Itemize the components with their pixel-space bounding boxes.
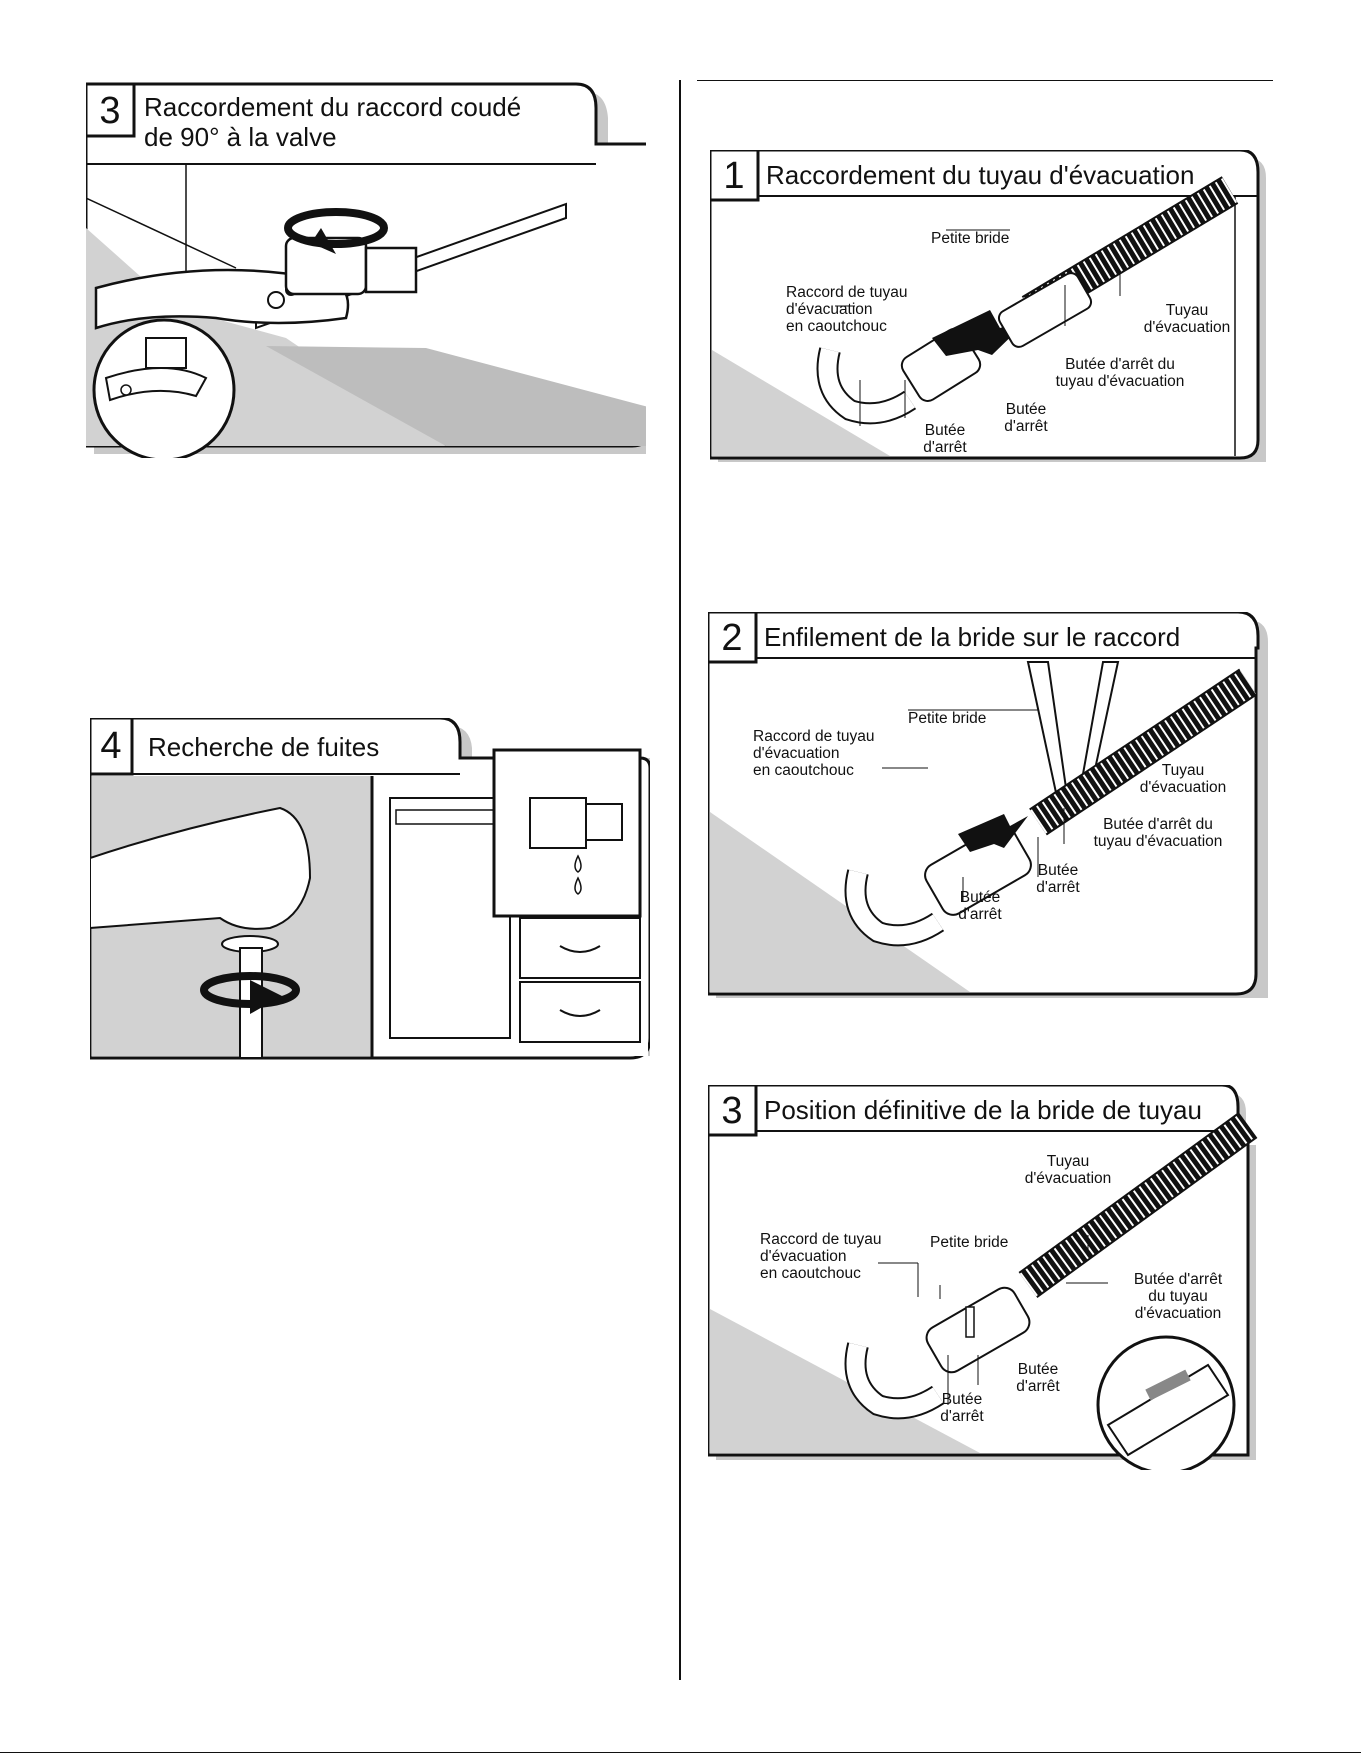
panel-title: Position définitive de la bride de tuyau [764, 1095, 1202, 1125]
label-tuyau: Tuyau d'évacuation [1024, 1153, 1112, 1187]
label-butee-tuyau: Butée d'arrêt du tuyau d'évacuation [1093, 816, 1223, 850]
panel-title: Enfilement de la bride sur le raccord [764, 622, 1181, 652]
bottom-rule [0, 1752, 1361, 1753]
label-butee-a: Butée d'arrêt [1036, 862, 1080, 896]
label-tuyau: Tuyau d'évacuation [1143, 302, 1231, 336]
label-petite-bride: Petite bride [908, 710, 987, 727]
label-butee-a: Butée d'arrêt [1016, 1361, 1060, 1395]
drain-hose-connection-illustration [710, 150, 1266, 462]
label-petite-bride: Petite bride [930, 1234, 1009, 1251]
label-tuyau: Tuyau d'évacuation [1139, 762, 1227, 796]
label-raccord: Raccord de tuyau d'évacuation en caoutch… [786, 284, 908, 335]
label-butee-tuyau: Butée d'arrêt du tuyau d'évacuation [1055, 356, 1185, 390]
label-petite-bride: Petite bride [931, 230, 1010, 247]
leak-check-illustration [90, 718, 650, 1060]
panel-final-clamp-position: 3 Position définitive de la bride de tuy… [708, 1085, 1273, 1470]
panel-title: Recherche de fuites [148, 732, 380, 762]
panel-drain-hose-connection: 1 Raccordement du tuyau d'évacuation Pet… [710, 150, 1270, 466]
label-butee-tuyau: Butée d'arrêt du tuyau d'évacuation [1133, 1271, 1223, 1322]
column-divider [679, 80, 681, 1680]
panel-number: 2 [721, 617, 743, 659]
panel-valve-elbow: 3 Raccordement du raccord coudé de 90° à… [86, 78, 646, 458]
panel-title-line1: Raccordement du raccord coudé [144, 92, 522, 122]
label-butee-b: Butée d'arrêt [940, 1391, 984, 1425]
final-clamp-position-illustration [708, 1085, 1258, 1470]
label-butee-b: Butée d'arrêt [923, 422, 967, 456]
label-raccord: Raccord de tuyau d'évacuation en caoutch… [753, 728, 875, 779]
panel-clamp-on-coupling: 2 Enfilement de la bride sur le raccord … [708, 612, 1273, 1002]
label-butee-a: Butée d'arrêt [1004, 401, 1048, 435]
label-butee-b: Butée d'arrêt [958, 889, 1002, 923]
panel-leak-check: 4 Recherche de fuites [90, 718, 650, 1063]
panel-title: Raccordement du tuyau d'évacuation [766, 160, 1195, 190]
panel-number: 4 [100, 725, 122, 767]
panel-number: 3 [721, 1090, 743, 1132]
valve-elbow-illustration [86, 82, 646, 458]
panel-number: 3 [99, 90, 121, 132]
clamp-on-coupling-illustration [708, 612, 1268, 998]
panel-number: 1 [723, 155, 745, 197]
panel-title-line2: de 90° à la valve [144, 122, 337, 152]
label-raccord: Raccord de tuyau d'évacuation en caoutch… [760, 1231, 882, 1282]
top-rule [697, 80, 1273, 81]
